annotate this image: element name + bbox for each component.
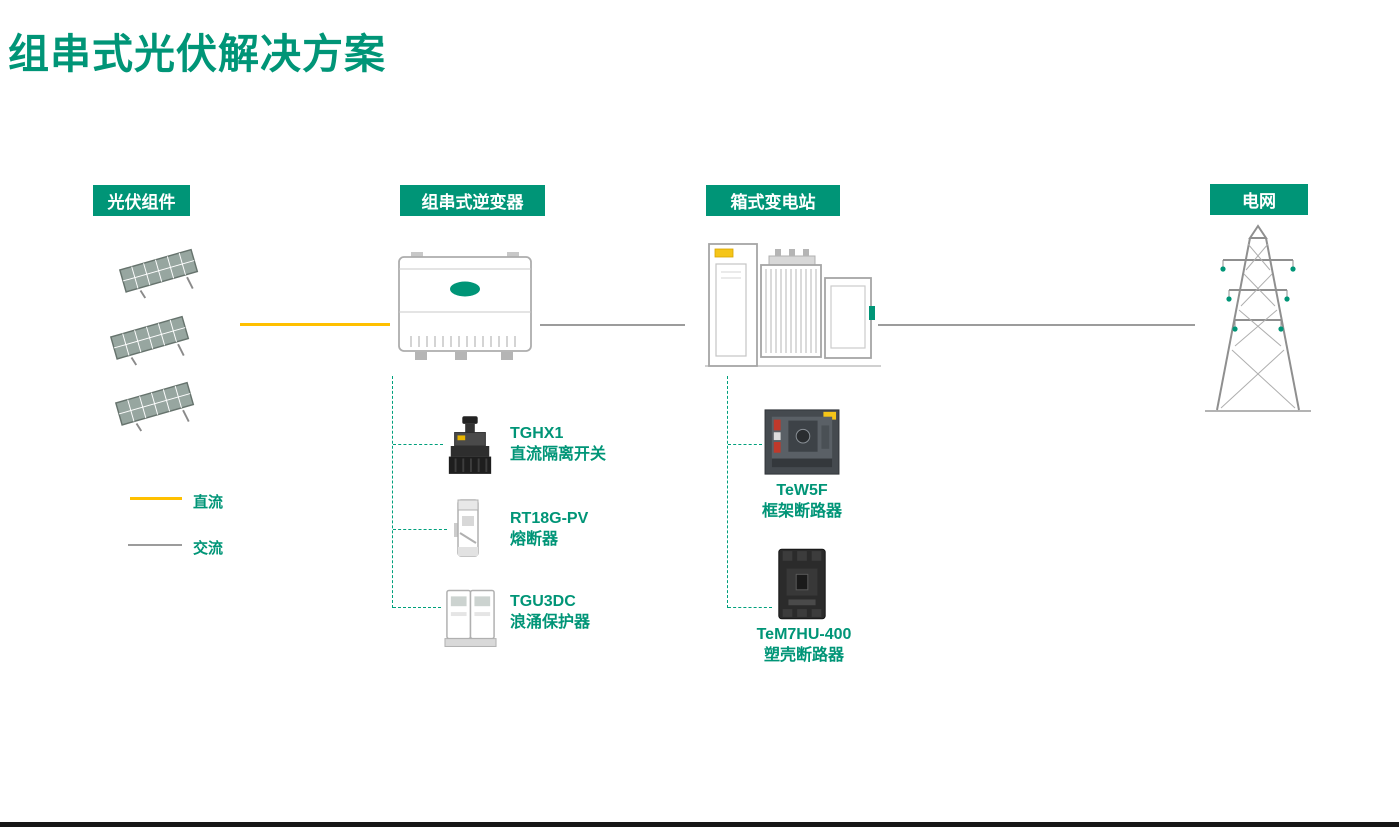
component-model: TGHX1 <box>510 425 564 442</box>
inverter-callout-branch-1 <box>393 444 443 445</box>
stage-badge-pv-modules: 光伏组件 <box>93 185 190 216</box>
legend-dc-swatch <box>130 497 182 500</box>
tgu3dc-surge-protector-icon <box>444 589 497 647</box>
component-model: TGU3DC <box>510 593 576 610</box>
solar-panel-icon <box>114 381 195 432</box>
inverter-callout-branch-2 <box>393 529 447 530</box>
bottom-edge <box>0 822 1399 827</box>
rt18g-pv-fuse-icon <box>454 499 479 557</box>
component-name: 熔断器 <box>510 531 559 548</box>
substation-callout-branch-2 <box>728 607 772 608</box>
component-model: TeW5F <box>776 482 828 499</box>
component-label-tem7hu: TeM7HU-400 塑壳断路器 <box>733 624 875 666</box>
component-name: 直流隔离开关 <box>510 446 607 463</box>
component-model: RT18G-PV <box>510 510 589 527</box>
ac-line-substation-grid <box>878 324 1195 326</box>
string-inverter-icon <box>398 252 532 360</box>
stage-badge-inverter: 组串式逆变器 <box>400 185 545 216</box>
legend-ac-swatch <box>128 544 182 546</box>
substation-callout-branch-1 <box>728 444 762 445</box>
ac-line-inverter-substation <box>540 324 685 326</box>
component-name: 框架断路器 <box>761 503 842 520</box>
component-label-rt18g-pv: RT18G-PV 熔断器 <box>510 508 588 550</box>
tghx1-dc-isolator-icon <box>448 416 492 474</box>
inverter-callout-trunk <box>392 376 393 608</box>
inverter-callout-branch-3 <box>393 607 441 608</box>
component-name: 塑壳断路器 <box>763 647 844 664</box>
component-label-tgu3dc: TGU3DC 浪涌保护器 <box>510 591 590 633</box>
component-label-tew5f: TeW5F 框架断路器 <box>737 480 867 522</box>
substation-callout-trunk <box>727 376 728 608</box>
transmission-tower-icon <box>1205 224 1311 412</box>
legend-dc-label: 直流 <box>193 494 224 511</box>
solar-panel-icon <box>118 248 199 299</box>
box-substation-icon <box>705 243 881 367</box>
component-name: 浪涌保护器 <box>510 614 591 631</box>
dc-line <box>240 323 390 326</box>
stage-badge-grid: 电网 <box>1210 184 1308 215</box>
legend-ac-label: 交流 <box>193 540 224 557</box>
tew5f-breaker-icon <box>764 409 840 475</box>
solar-panel-icon <box>109 315 190 366</box>
page-title: 组串式光伏解决方案 <box>8 31 386 77</box>
component-label-tghx1: TGHX1 直流隔离开关 <box>510 423 606 465</box>
component-model: TeM7HU-400 <box>756 626 852 643</box>
tem7hu-breaker-icon <box>778 548 826 620</box>
stage-badge-substation: 箱式变电站 <box>706 185 840 216</box>
